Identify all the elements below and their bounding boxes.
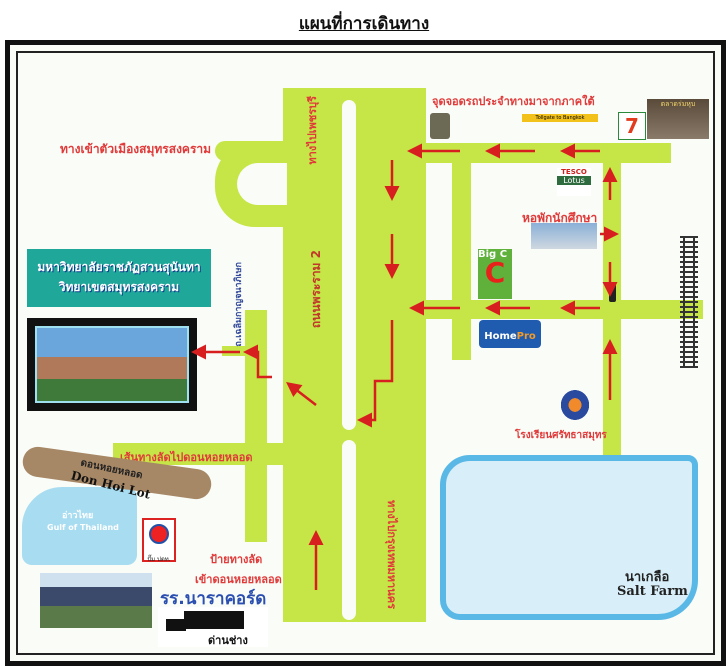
dorm-photo: [531, 223, 597, 249]
tollgate-sign: Tollgate to Bangkok: [522, 114, 598, 122]
to-bangkok-label: ทางไปกรุงเทพมหานคร: [385, 500, 398, 609]
university-name-line1: มหาวิทยาลัยราชภัฏสวนสุนันทา: [37, 260, 201, 274]
checkpoint-truck-icon: ด่านช่าง: [158, 607, 268, 647]
arrow-u-turn: [357, 320, 394, 428]
arrow-to-university: [243, 344, 272, 379]
lotus-text: Lotus: [557, 176, 591, 185]
market-photo: ตลาดร่มหุบ: [647, 99, 709, 139]
narathorn-label: รร.นาราคอร์ด: [160, 589, 267, 609]
arrow-northwest: [286, 381, 317, 406]
school-label: โรงเรียนศรัทธาสมุทร: [515, 430, 607, 441]
homepro-text-a: Home: [484, 331, 517, 342]
gulf-of-thailand-area: [22, 487, 137, 565]
salt-farm-area: [440, 455, 698, 620]
narathorn-school-photo: [40, 573, 152, 628]
salt-farm-en-label: Salt Farm: [617, 584, 688, 599]
ptt-station-logo: ปั๊ม ปตท.: [142, 518, 176, 563]
side-road: [245, 310, 267, 542]
homepro-text-b: Pro: [516, 331, 536, 342]
tesco-lotus-logo: TESCO Lotus: [557, 168, 591, 196]
gulf-th-label: อ่าวไทย: [62, 511, 94, 521]
to-city-label: ทางเข้าตัวเมืองสมุทรสงคราม: [60, 142, 212, 156]
bus-stop-icon: [430, 113, 450, 139]
bigc-text: Big C: [478, 249, 508, 260]
shortcut-road-label: เส้นทางลัดไปดอนหอยหลอด: [120, 451, 253, 464]
page-title: แผนที่การเดินทาง: [298, 14, 430, 34]
homepro-logo: HomePro: [479, 320, 541, 348]
university-access-road: [222, 346, 262, 356]
bigc-logo: Big C C: [478, 249, 512, 299]
shortcut-sign-label-1: ป้ายทางลัด: [210, 553, 263, 566]
shortcut-sign-label-2: เข้าดอนหอยหลอด: [195, 573, 282, 586]
checkpoint-label: ด่านช่าง: [208, 634, 248, 647]
loop-inner: [237, 163, 287, 205]
ptt-label: ปั๊ม ปตท.: [147, 556, 171, 563]
salt-farm-th-label: นาเกลือ: [625, 570, 670, 585]
dorm-label: หอพักนักศึกษา: [522, 211, 598, 225]
university-name-line2: วิทยาเขตสมุทรสงคราม: [58, 280, 180, 294]
bus-stop-label: จุดจอดรถประจำทางมาจากภาคใต้: [432, 95, 595, 108]
railway-track: [680, 236, 698, 368]
median-gap: [342, 100, 356, 430]
map-inner-border: [16, 51, 715, 655]
shortcut-road: [113, 443, 285, 465]
gulf-en-label: Gulf of Thailand: [47, 523, 119, 532]
seven-eleven-logo: 7: [618, 112, 646, 140]
university-name-box: มหาวิทยาลัยราชภัฏสวนสุนันทา วิทยาเขตสมุท…: [27, 249, 211, 307]
university-photo: [27, 318, 197, 411]
school-emblem: [557, 386, 593, 424]
tesco-text: TESCO: [561, 168, 587, 176]
median-gap: [342, 440, 356, 620]
